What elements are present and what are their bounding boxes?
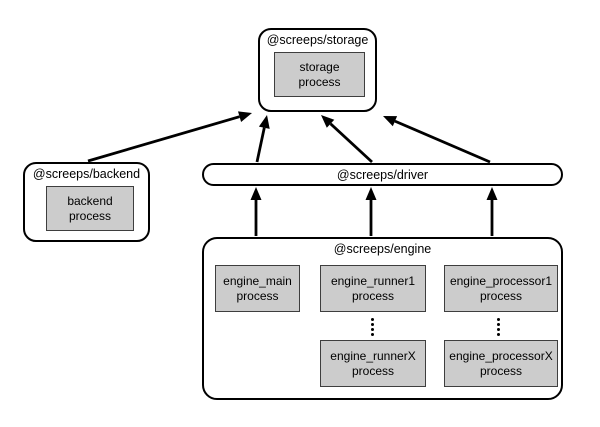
backend-process-box: backend process — [46, 186, 134, 231]
arrow-driver-to-storage-right — [383, 116, 491, 164]
arrow-backend-to-storage — [87, 111, 252, 163]
node-engine-title: @screeps/engine — [333, 242, 432, 256]
process-label-line1: engine_main — [223, 274, 292, 288]
process-label-line1: engine_processor1 — [449, 274, 553, 288]
node-driver: @screeps/driver — [202, 163, 563, 186]
process-label-line2: process — [236, 288, 279, 303]
process-label-line2: process — [479, 363, 523, 378]
arrow-driver-to-storage-middle — [321, 115, 373, 164]
arrow-engine-to-driver-middle — [365, 187, 377, 236]
engine-runner1-process-box: engine_runner1 process — [320, 265, 426, 312]
engine-processorX-process-box: engine_processorX process — [444, 340, 558, 387]
process-label-line2: process — [351, 363, 395, 378]
process-label-line1: engine_processorX — [449, 349, 553, 363]
process-label-line2: process — [68, 208, 112, 223]
node-backend-title: @screeps/backend — [32, 167, 141, 181]
process-label-line2: process — [298, 74, 341, 89]
node-engine: @screeps/engine engine_main process engi… — [202, 237, 563, 400]
vertical-ellipsis-icon — [497, 318, 500, 338]
engine-runnerX-process-box: engine_runnerX process — [320, 340, 426, 387]
engine-main-process-box: engine_main process — [215, 265, 300, 312]
process-label-line2: process — [479, 288, 523, 303]
arrow-driver-to-storage-left — [255, 115, 270, 163]
arrow-engine-to-driver-left — [250, 187, 262, 236]
node-storage: @screeps/storage storage process — [258, 28, 377, 112]
node-driver-title: @screeps/driver — [336, 167, 429, 182]
node-backend: @screeps/backend backend process — [23, 162, 150, 242]
vertical-ellipsis-icon — [371, 318, 374, 338]
storage-process-box: storage process — [274, 52, 365, 97]
process-label-line2: process — [351, 288, 395, 303]
arrow-engine-to-driver-right — [486, 187, 498, 236]
process-label-line1: engine_runner1 — [330, 274, 416, 288]
engine-processor1-process-box: engine_processor1 process — [444, 265, 558, 312]
process-label-line1: storage — [299, 60, 340, 74]
node-storage-title: @screeps/storage — [266, 33, 369, 47]
process-label-line1: backend — [67, 194, 113, 208]
process-label-line1: engine_runnerX — [330, 349, 416, 363]
